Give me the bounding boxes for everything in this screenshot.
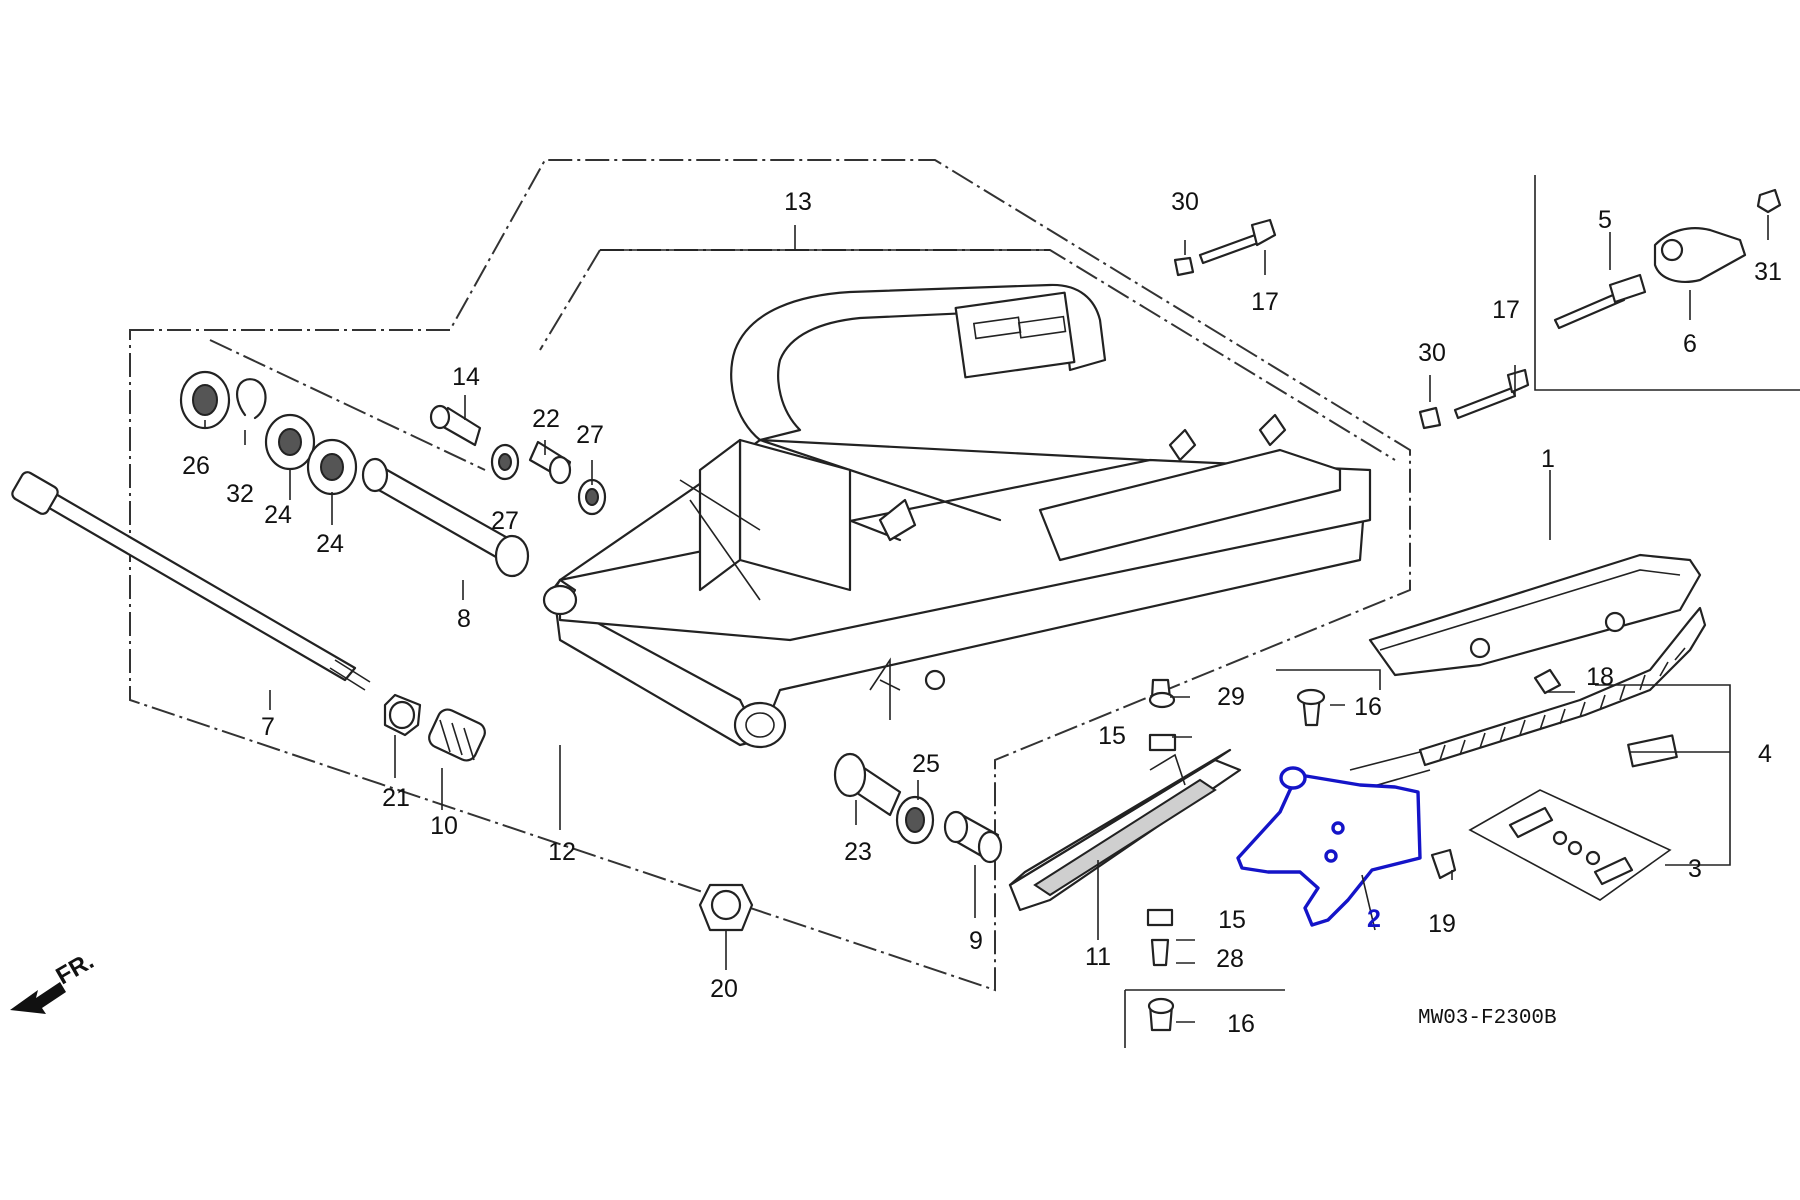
callout-30a: 30 — [1171, 188, 1199, 216]
fasteners[interactable] — [1146, 218, 1562, 1032]
diagram-code: MW03-F2300B — [1418, 1007, 1557, 1030]
callout-7: 7 — [261, 713, 275, 741]
callout-4: 4 — [1758, 740, 1772, 768]
swingarm[interactable] — [542, 283, 1372, 749]
callout-15a: 15 — [1098, 722, 1126, 750]
callout-19: 19 — [1428, 910, 1456, 938]
chain-slider[interactable] — [1008, 748, 1242, 912]
callout-30b: 30 — [1418, 339, 1446, 367]
leader-lines — [204, 175, 1800, 1048]
callout-31: 31 — [1754, 258, 1782, 286]
callout-15b: 15 — [1218, 906, 1246, 934]
callout-labels: 1 2 3 4 5 6 7 8 9 10 11 12 13 14 15 15 1… — [182, 188, 1782, 1038]
pivot-axle[interactable] — [10, 470, 371, 691]
callout-1: 1 — [1541, 445, 1555, 473]
callout-29: 29 — [1217, 683, 1245, 711]
callout-26: 26 — [182, 452, 210, 480]
chain-joint-kit[interactable] — [1468, 789, 1672, 901]
callout-8: 8 — [457, 605, 471, 633]
callout-16b: 16 — [1227, 1010, 1255, 1038]
left-bearing-cluster[interactable] — [179, 370, 607, 578]
callout-20: 20 — [710, 975, 738, 1003]
callout-6: 6 — [1683, 330, 1697, 358]
callout-9: 9 — [969, 927, 983, 955]
callout-27b: 27 — [576, 421, 604, 449]
right-pivot-cluster[interactable] — [833, 752, 1003, 864]
callout-2: 2 — [1367, 905, 1381, 933]
callout-24b: 24 — [316, 530, 344, 558]
front-direction-arrow: FR. — [10, 947, 98, 1014]
callout-27a: 27 — [491, 507, 519, 535]
callout-10: 10 — [430, 812, 458, 840]
callout-17a: 17 — [1251, 288, 1279, 316]
callout-21: 21 — [382, 784, 410, 812]
drive-chain[interactable] — [1349, 606, 1707, 791]
chain-case[interactable] — [1368, 553, 1702, 677]
callout-32: 32 — [226, 480, 254, 508]
callout-17b: 17 — [1492, 296, 1520, 324]
callout-18: 18 — [1586, 663, 1614, 691]
callout-28: 28 — [1216, 945, 1244, 973]
callout-13: 13 — [784, 188, 812, 216]
callout-12: 12 — [548, 838, 576, 866]
callout-22: 22 — [532, 405, 560, 433]
lower-left-hardware[interactable] — [383, 693, 754, 932]
callout-11: 11 — [1085, 943, 1111, 971]
callout-14: 14 — [452, 363, 480, 391]
chain-adjuster[interactable] — [1553, 188, 1782, 330]
callout-3: 3 — [1688, 855, 1702, 883]
callout-23: 23 — [844, 838, 872, 866]
callout-24a: 24 — [264, 501, 292, 529]
callout-16a: 16 — [1354, 693, 1382, 721]
highlighted-bracket-part-2[interactable] — [1236, 766, 1422, 927]
callout-5: 5 — [1598, 206, 1612, 234]
callout-25: 25 — [912, 750, 940, 778]
